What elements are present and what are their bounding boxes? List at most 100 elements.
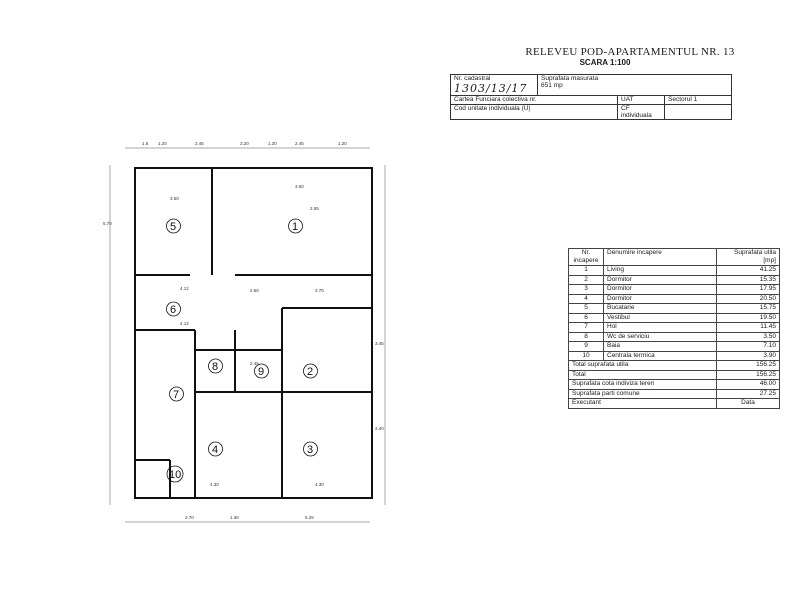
uat-label: UAT: [617, 95, 665, 105]
row-1-area: 41.25: [716, 265, 780, 276]
side-dim-1: 5.70: [103, 221, 112, 226]
top-dim-1: 1.5: [142, 141, 149, 146]
cadastral-row-1: Nr. cadastral 1303/13/17 Suprafata masur…: [450, 74, 732, 96]
row-8-name: Wc de serviciu: [603, 331, 717, 342]
row-7-nr: 7: [568, 322, 604, 333]
top-dim-6: 2.45: [295, 141, 304, 146]
inner-dim-3: 3.70: [315, 288, 324, 293]
inner-dim-4: 2.50: [250, 288, 259, 293]
room-number-7: 7: [173, 389, 179, 401]
bottom-dim-2: 1.30: [230, 515, 239, 520]
row-1-nr: 1: [568, 265, 604, 276]
plan-side-dimensions: 5.70 3.45 2.40: [103, 221, 384, 431]
cf-label: CF individuala: [617, 104, 665, 120]
row-3-name: Dormitor: [603, 284, 717, 295]
cadastral-number-cell: Nr. cadastral 1303/13/17: [450, 74, 538, 96]
top-dim-5: 1.20: [268, 141, 277, 146]
inner-dim-5: 4.12: [180, 321, 189, 326]
plan-inner-dimensions: 3.50 4.12 3.70 2.50 4.12 2.55 3.50 2.45 …: [170, 184, 324, 487]
inner-dim-9: 4.30: [210, 482, 219, 487]
header-denumire: Denumire incapere: [603, 248, 717, 266]
row-10-area: 3.90: [716, 350, 780, 361]
total-util-label: Total suprafata utila: [568, 360, 717, 371]
row-3-area: 17.95: [716, 284, 780, 295]
cf-value: [664, 104, 732, 120]
room-number-3: 3: [307, 444, 313, 456]
inner-dim-1: 3.50: [170, 196, 179, 201]
row-10-name: Centrala termica: [603, 350, 717, 361]
row-2-area: 15.35: [716, 274, 780, 285]
cadastral-table: Nr. cadastral 1303/13/17 Suprafata masur…: [450, 74, 732, 120]
row-6-area: 19.50: [716, 312, 780, 323]
plan-dimension-lines: [109, 147, 386, 523]
top-dim-2: 1.20: [158, 141, 167, 146]
row-6-nr: 6: [568, 312, 604, 323]
top-dim-3: 2.45: [195, 141, 204, 146]
room-number-2: 2: [307, 366, 313, 378]
top-dim-7: 1.20: [338, 141, 347, 146]
row-2-name: Dormitor: [603, 274, 717, 285]
document-title: RELEVEU POD-APARTAMENTUL NR. 13: [525, 46, 735, 58]
inner-dim-8: 2.45: [250, 361, 259, 366]
executant-label: Executant: [568, 398, 717, 409]
inner-dim-7: 3.50: [295, 184, 304, 189]
row-2-nr: 2: [568, 274, 604, 285]
row-9-nr: 9: [568, 341, 604, 352]
cadastral-number-value: 1303/13/17: [454, 82, 528, 95]
header-nr: Nr. incapere: [568, 248, 604, 266]
floor-plan: 1 2 3 4 5 6 7 8 9 10 1.5 1.20 2.45 2.20 …: [103, 141, 386, 523]
row-3-nr: 3: [568, 284, 604, 295]
row-10-nr: 10: [568, 350, 604, 361]
row-9-name: Baia: [603, 341, 717, 352]
bottom-dim-4: 6.25: [305, 515, 314, 520]
row-7-name: Hol: [603, 322, 717, 333]
bottom-dim-1: 2.70: [185, 515, 194, 520]
scale-label: SCARA 1:100: [579, 58, 631, 67]
room-numbers: 1 2 3 4 5 6 7 8 9 10: [169, 221, 313, 481]
inner-dim-6: 2.55: [310, 206, 319, 211]
row-4-area: 20.50: [716, 293, 780, 304]
room-number-9: 9: [258, 366, 264, 378]
room-summary-table: Nr. incapere Denumire incapere Suprafata…: [568, 248, 780, 409]
room-number-1: 1: [292, 221, 298, 233]
row-4-nr: 4: [568, 293, 604, 304]
plan-walls: [134, 167, 373, 499]
side-dim-3: 3.45: [375, 341, 384, 346]
row-7-area: 11.45: [716, 322, 780, 333]
cadastral-number-label: Nr. cadastral: [454, 75, 491, 82]
area-label: Suprafata masurata: [541, 75, 599, 82]
comune-label: Suprafata parti comune: [568, 388, 717, 399]
uat-value: Sectorul 1: [664, 95, 732, 105]
total-label: Total: [568, 369, 717, 380]
side-dim-4: 2.40: [375, 426, 384, 431]
cadastral-row-3: Cod unitate individuala (U) CF individua…: [450, 104, 732, 120]
data-label: Data: [716, 398, 780, 409]
row-8-area: 3.50: [716, 331, 780, 342]
plan-top-dimensions: 1.5 1.20 2.45 2.20 1.20 2.45 1.20: [142, 141, 347, 146]
row-6-name: Vestibul: [603, 312, 717, 323]
row-5-name: Bucatarie: [603, 303, 717, 314]
cadastral-row-2: Cartea Funciara colectiva nr. UAT Sector…: [450, 95, 732, 105]
comune-value: 27.25: [716, 388, 780, 399]
carte-funciara-label: Cartea Funciara colectiva nr.: [450, 95, 618, 105]
room-number-4: 4: [212, 444, 218, 456]
room-table-header: Nr. incapere Denumire incapere Suprafata…: [568, 248, 780, 266]
row-9-area: 7.10: [716, 341, 780, 352]
total-util-value: 156.25: [716, 360, 780, 371]
room-number-circles: [166, 218, 318, 483]
plan-bottom-dimensions: 2.70 1.30 6.25: [185, 515, 314, 520]
cota-label: Suprafata cota indiviza teren: [568, 379, 717, 390]
top-dim-4: 2.20: [240, 141, 249, 146]
